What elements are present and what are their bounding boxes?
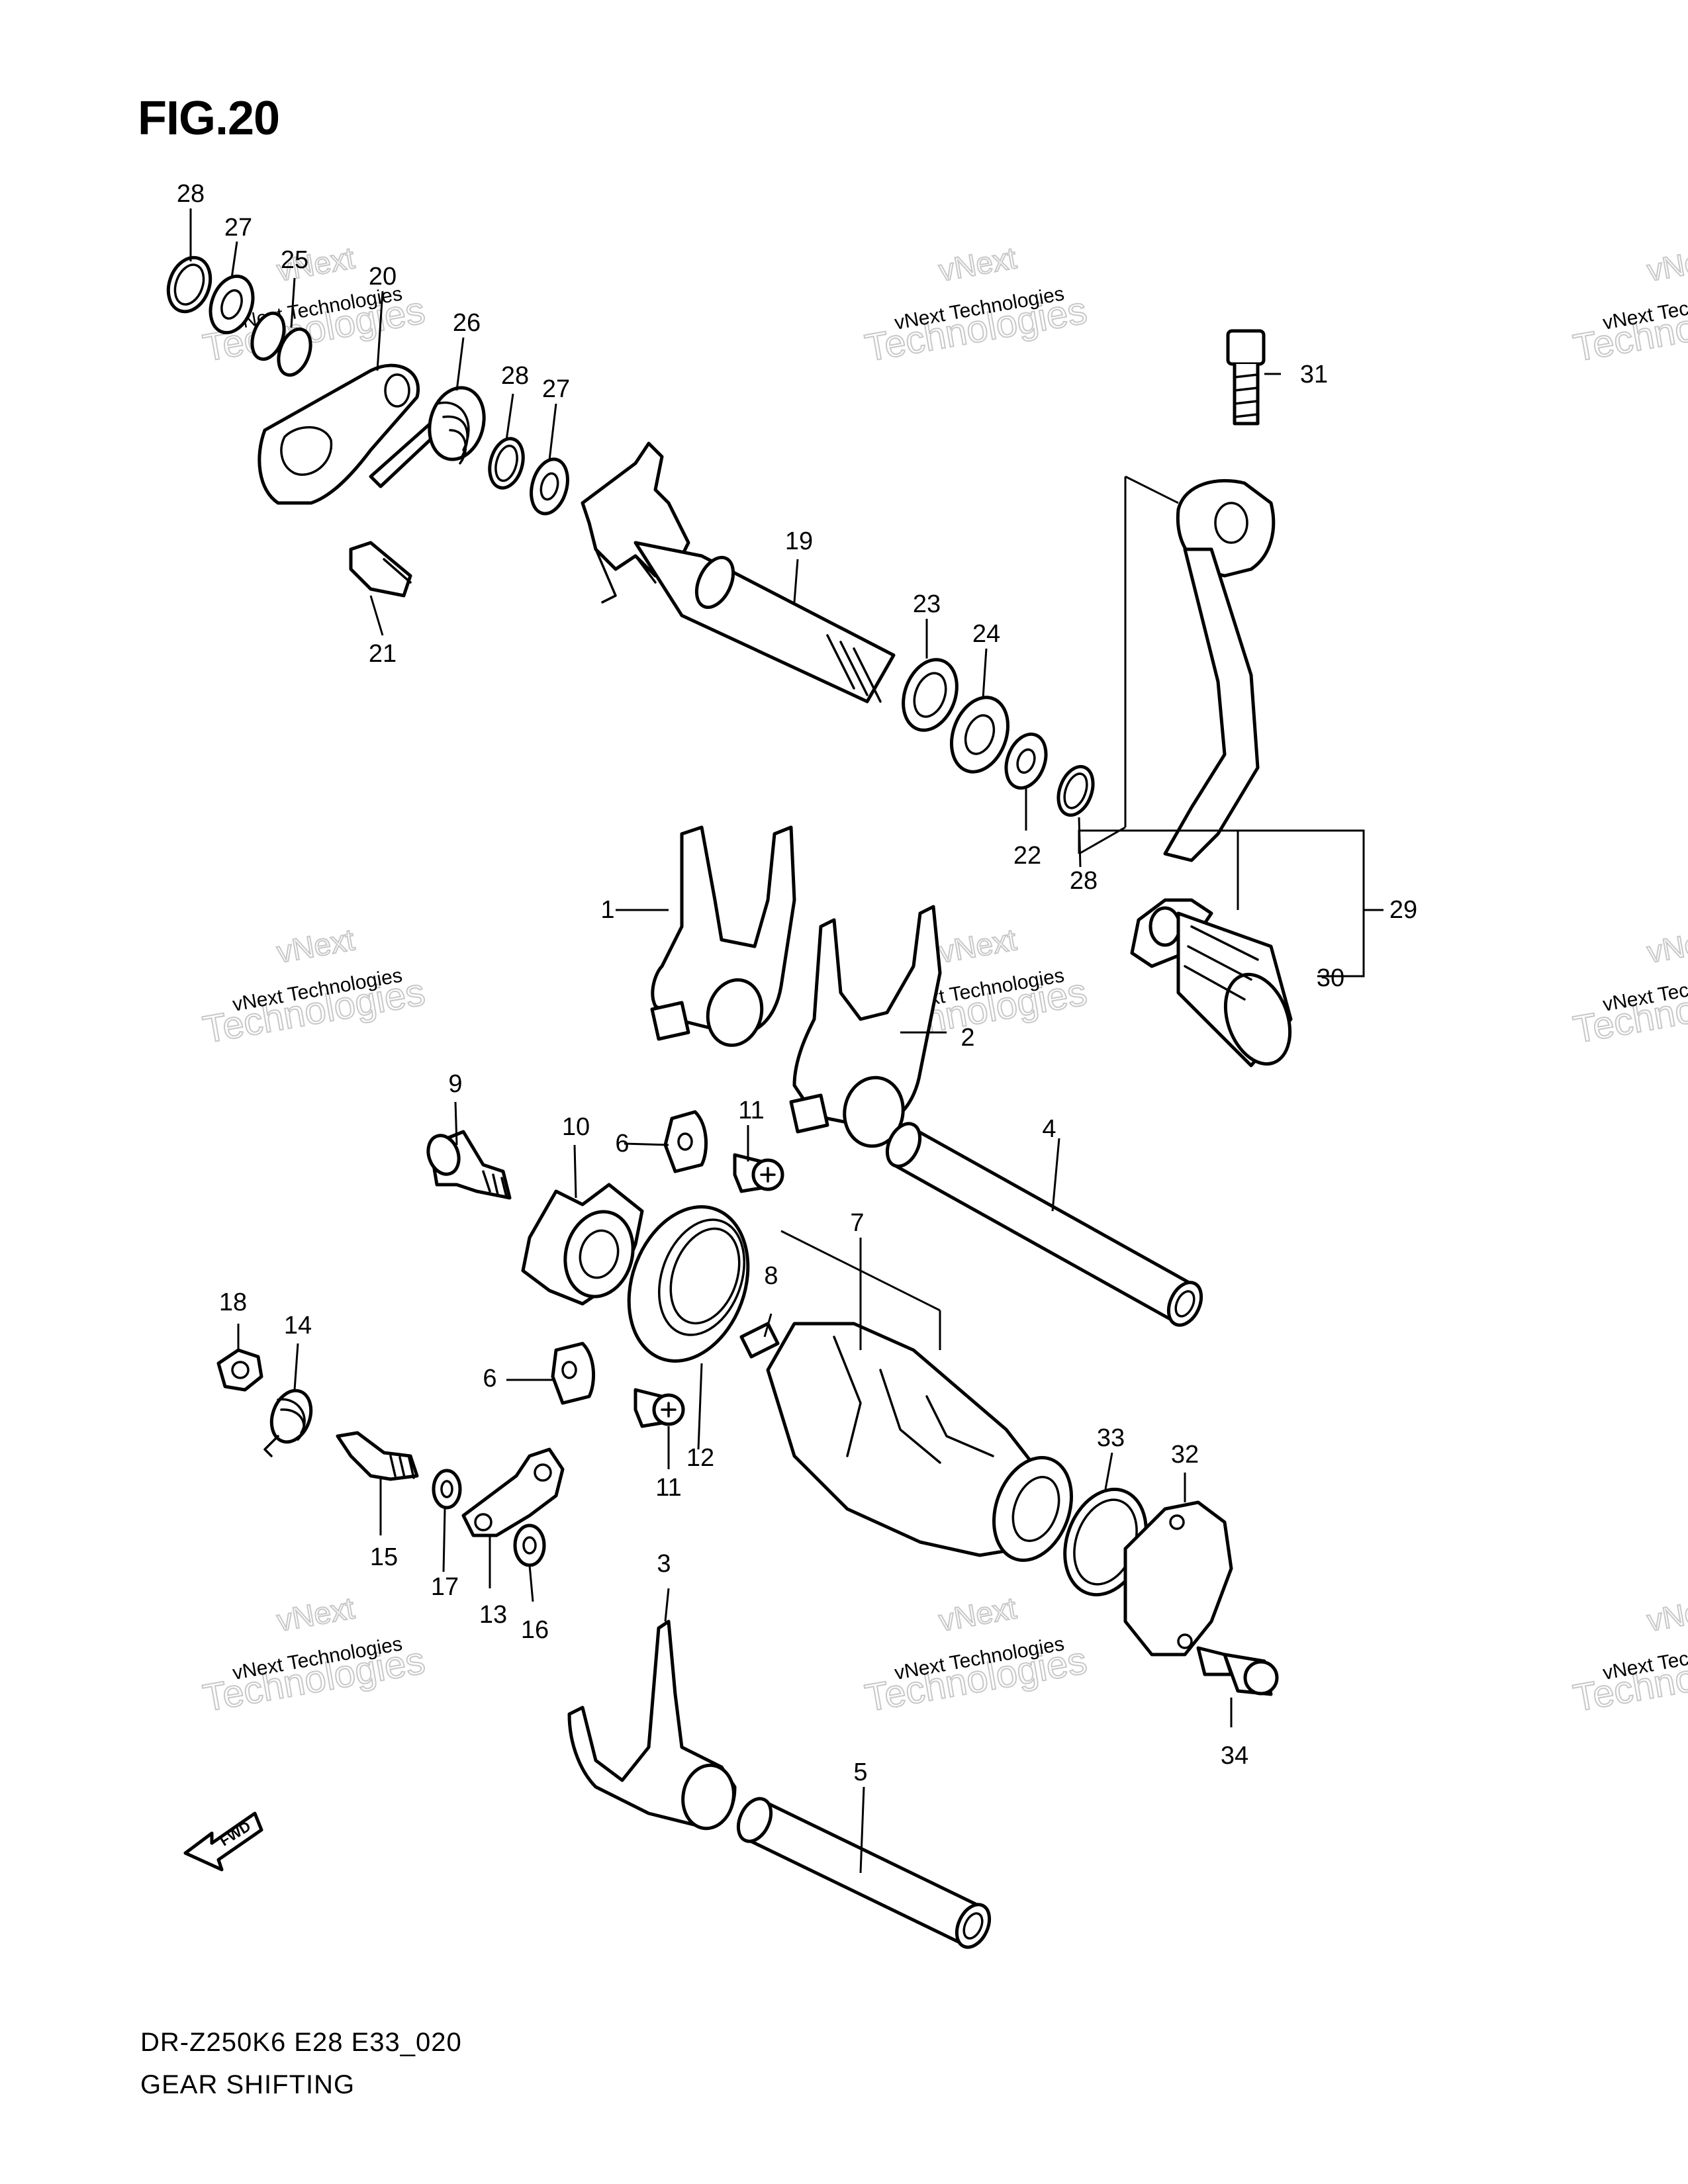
callout-2: 2 bbox=[961, 1024, 974, 1052]
watermark-brand: vNext bbox=[936, 1590, 1019, 1638]
callout-32: 32 bbox=[1171, 1441, 1199, 1469]
section-name: GEAR SHIFTING bbox=[140, 2070, 355, 2099]
callout-17: 17 bbox=[431, 1573, 459, 1601]
figure-title: FIG.20 bbox=[138, 92, 280, 145]
callout-3: 3 bbox=[657, 1550, 671, 1578]
callout-22: 22 bbox=[1013, 842, 1041, 870]
watermark-brand: vNext bbox=[1644, 922, 1688, 970]
callout-numbers: 1234566789101111121314151617181920212223… bbox=[177, 180, 1417, 1786]
callout-15: 15 bbox=[370, 1543, 398, 1571]
callout-28: 28 bbox=[501, 362, 529, 390]
shift-forks bbox=[567, 825, 942, 1831]
callout-28: 28 bbox=[1070, 867, 1098, 895]
callout-27: 27 bbox=[224, 214, 252, 242]
watermark-brand: vNext bbox=[936, 922, 1019, 970]
callout-8: 8 bbox=[764, 1262, 778, 1290]
callout-31: 31 bbox=[1300, 361, 1328, 388]
callout-7: 7 bbox=[850, 1209, 864, 1237]
callout-26: 26 bbox=[453, 309, 481, 337]
callout-1: 1 bbox=[600, 896, 614, 924]
shift-shaft-assembly bbox=[166, 255, 1095, 817]
callout-25: 25 bbox=[281, 246, 308, 274]
callout-29: 29 bbox=[1389, 896, 1417, 924]
callout-16: 16 bbox=[521, 1616, 549, 1644]
model-code: DR-Z250K6 E28 E33_020 bbox=[140, 2028, 462, 2057]
gearshift-cam-group bbox=[216, 1110, 1279, 1696]
callout-18: 18 bbox=[219, 1289, 247, 1316]
watermark-brand: vNext bbox=[274, 1590, 357, 1638]
callout-12: 12 bbox=[686, 1444, 714, 1472]
callout-6: 6 bbox=[483, 1365, 496, 1392]
fwd-arrow: FWD bbox=[183, 1811, 263, 1872]
gearshift-lever bbox=[1078, 329, 1293, 1068]
leader-lines bbox=[189, 208, 1383, 1874]
callout-9: 9 bbox=[448, 1070, 462, 1098]
callout-10: 10 bbox=[562, 1113, 590, 1141]
callout-4: 4 bbox=[1042, 1115, 1056, 1143]
watermark-brand: vNext bbox=[1644, 240, 1688, 288]
callout-30: 30 bbox=[1317, 964, 1344, 992]
callout-11: 11 bbox=[655, 1474, 681, 1502]
callout-6: 6 bbox=[615, 1130, 629, 1158]
callout-13: 13 bbox=[479, 1601, 507, 1629]
fork-shafts bbox=[736, 1122, 1203, 1949]
watermark-brand: vNext bbox=[274, 922, 357, 970]
callout-19: 19 bbox=[785, 527, 813, 555]
watermark-brand: vNext bbox=[1644, 1590, 1688, 1638]
callout-5: 5 bbox=[853, 1758, 867, 1786]
callout-14: 14 bbox=[284, 1312, 312, 1340]
watermark-brand: vNext bbox=[936, 240, 1019, 288]
callout-28: 28 bbox=[177, 180, 205, 208]
callout-23: 23 bbox=[913, 590, 941, 618]
callout-21: 21 bbox=[369, 640, 397, 668]
callout-34: 34 bbox=[1221, 1742, 1248, 1770]
callout-27: 27 bbox=[542, 375, 570, 403]
callout-24: 24 bbox=[972, 620, 1000, 648]
callout-11: 11 bbox=[738, 1097, 764, 1124]
callout-33: 33 bbox=[1097, 1424, 1125, 1452]
callout-20: 20 bbox=[369, 263, 397, 291]
